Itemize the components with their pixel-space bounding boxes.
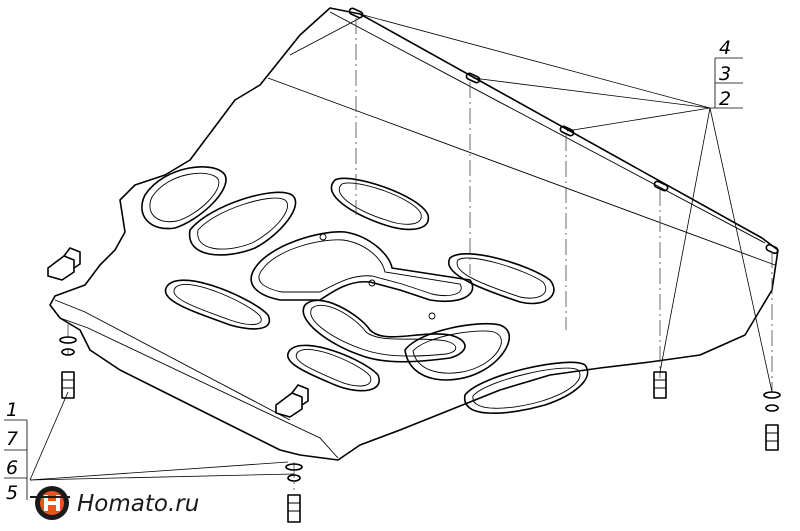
leader-lines-right (355, 12, 773, 393)
callout-4: 4 (719, 37, 731, 59)
homato-logo: Homato.ru (30, 486, 199, 520)
fastener-center (285, 463, 303, 523)
callout-2: 2 (719, 88, 731, 110)
fastener-right-1 (653, 371, 667, 399)
bracket-center (275, 384, 309, 418)
fastener-right-2 (763, 391, 781, 451)
flange-slots (348, 7, 779, 255)
callout-6: 6 (6, 457, 18, 479)
centre-lines (67, 18, 773, 490)
callout-1: 1 (6, 399, 18, 421)
leader-lines-left (4, 391, 295, 500)
callout-3: 3 (719, 63, 731, 85)
fastener-left (59, 336, 77, 399)
callout-5: 5 (6, 482, 18, 504)
callout-7: 7 (6, 428, 18, 450)
homato-logo-icon (30, 486, 70, 520)
bracket-left (47, 247, 81, 281)
skid-plate-body (49, 7, 779, 461)
logo-text: Homato.ru (77, 491, 199, 517)
plate-cutouts (141, 166, 589, 414)
